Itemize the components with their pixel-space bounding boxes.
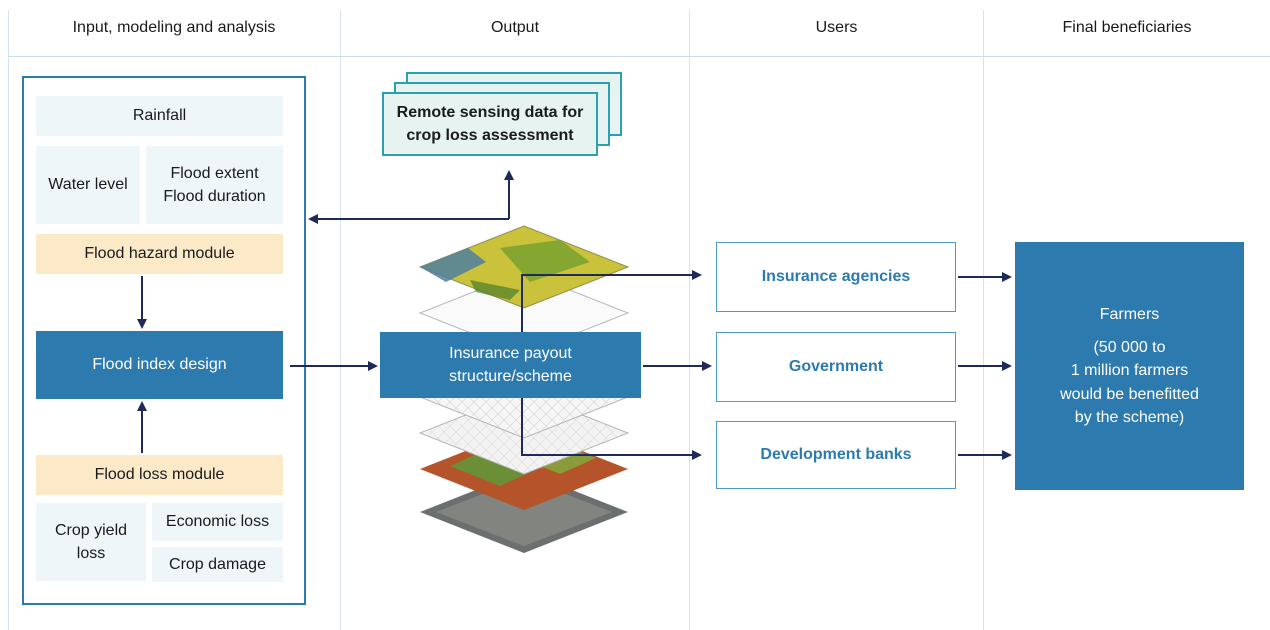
flood-extent-box: Flood extent Flood duration [146,146,283,224]
satellite-layer-vegetation [500,240,590,282]
water-level-label: Water level [48,176,128,194]
flood-extent-label: Flood extent [170,164,259,182]
column-divider [340,10,341,630]
satellite-layer-vegetation-2 [470,280,520,300]
crop-yield-loss-box: Crop yield loss [36,503,146,581]
arrow-payout-to-banks [521,398,702,460]
rainfall-label: Rainfall [132,107,187,125]
arrow-payout-to-insurance [521,270,702,332]
insurance-agencies-label: Insurance agencies [761,268,911,286]
water-level-box: Water level [36,146,140,224]
header-users: Users [815,19,858,36]
farmers-detail-1: (50 000 to [1093,339,1166,357]
header-input: Input, modeling and analysis [72,19,276,36]
column-divider [983,10,984,630]
crop-yield-label: Crop yield [54,521,128,539]
crop-yield-label-2: loss [76,545,106,562]
landcover-layer-green [450,448,540,486]
farmers-box: Farmers (50 000 to 1 million farmers wou… [1015,242,1244,490]
insurance-payout-box: Insurance payout structure/scheme [380,332,641,398]
flood-index-design: Flood index design [36,331,283,399]
terrain-layer-bottom-detail [436,478,612,546]
header-final: Final beneficiaries [1062,19,1192,36]
index-design-label: Flood index design [92,356,227,374]
government-box: Government [716,332,956,402]
crop-damage-label: Crop damage [169,555,266,573]
remote-sensing-data-box: Remote sensing data for crop loss assess… [382,92,598,156]
flood-duration-label: Flood duration [163,188,266,205]
economic-loss-box: Economic loss [152,503,283,541]
header-divider [8,56,1270,57]
development-banks-box: Development banks [716,421,956,489]
insurance-agencies-box: Insurance agencies [716,242,956,312]
flood-hazard-module: Flood hazard module [36,234,283,274]
farmers-detail-2: 1 million farmers [1070,362,1189,380]
crop-damage-box: Crop damage [152,547,283,582]
government-label: Government [788,358,884,376]
development-banks-label: Development banks [760,446,912,464]
farmers-title: Farmers [1099,306,1160,324]
remote-sensing-label: Remote sensing data for [396,103,584,121]
hazard-module-label: Flood hazard module [84,245,235,263]
column-divider [689,10,690,630]
flood-loss-module: Flood loss module [36,455,283,495]
economic-loss-label: Economic loss [165,513,270,531]
column-divider [8,10,9,630]
header-output: Output [490,19,540,36]
satellite-layer-water [420,248,486,282]
loss-module-label: Flood loss module [94,466,225,484]
payout-label-2: structure/scheme [449,368,572,385]
rainfall-box: Rainfall [36,96,283,136]
remote-sensing-label-2: crop loss assessment [406,127,574,144]
payout-label: Insurance payout [449,344,572,362]
farmers-detail-4: by the scheme) [1074,408,1185,426]
farmers-detail-3: would be benefitted [1060,385,1199,403]
